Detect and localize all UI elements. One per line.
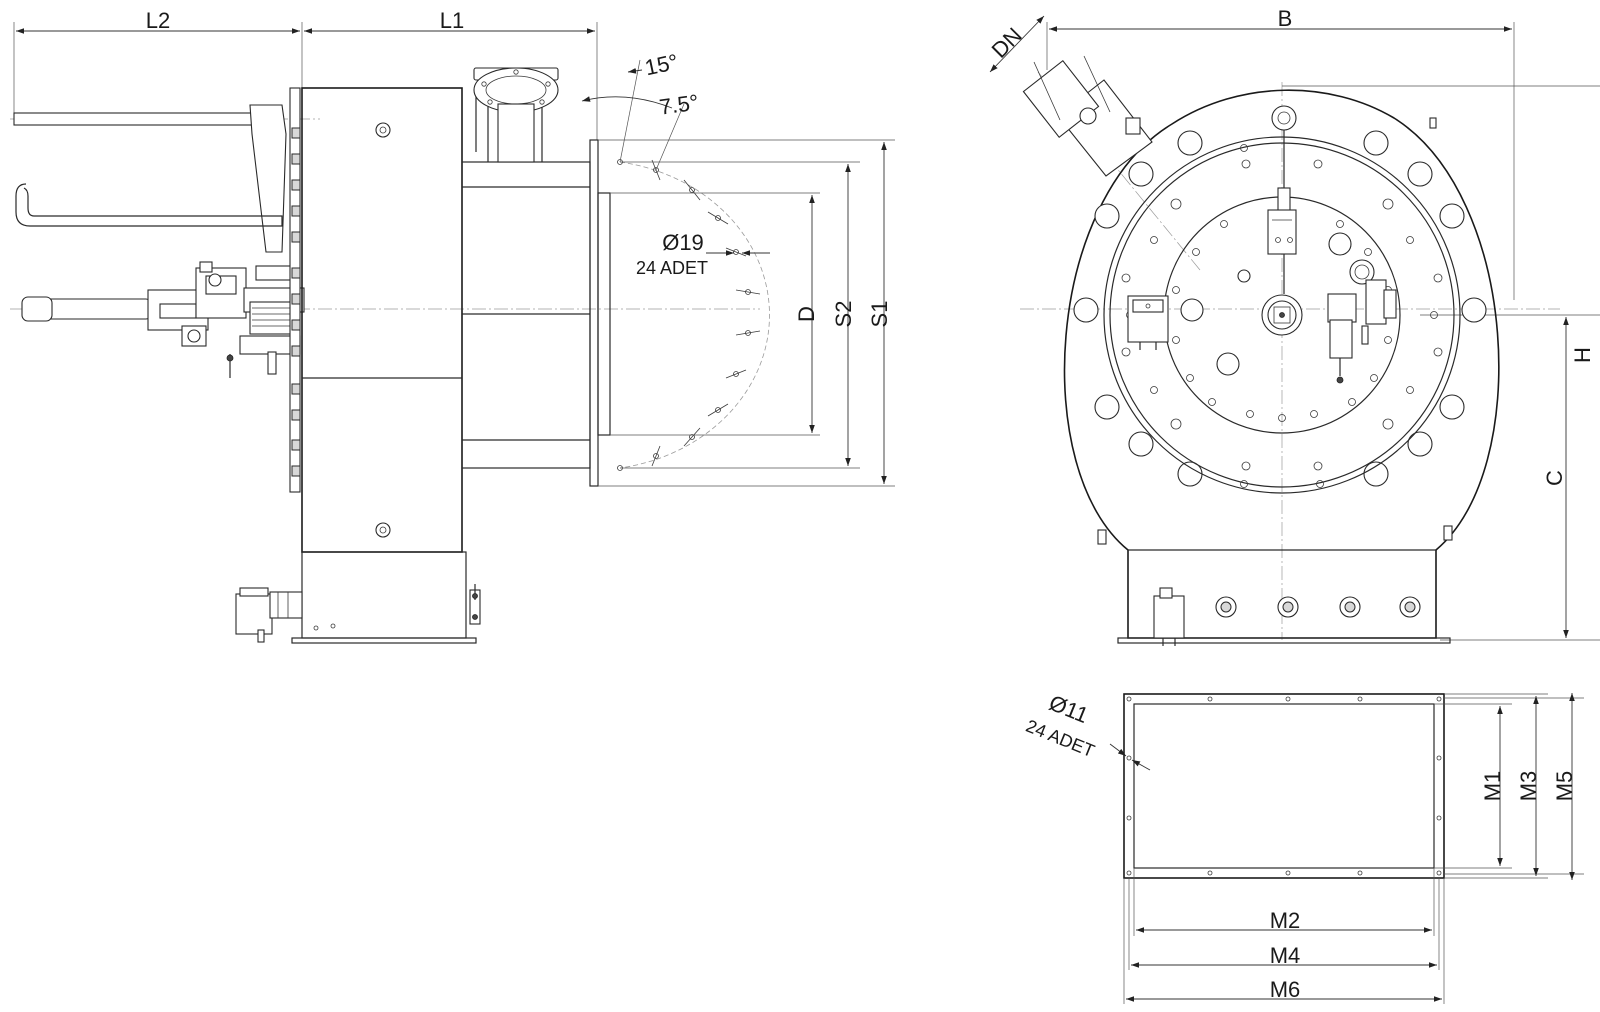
ring-bolt-holes — [1121, 144, 1443, 488]
base-plate-view — [1109, 693, 1584, 1004]
plate-holes — [1126, 696, 1442, 876]
hole-diameter-label-19: Ø19 — [662, 230, 704, 255]
hole-count-label-a: 24 ADET — [636, 258, 708, 278]
dim-label-m4: M4 — [1270, 943, 1301, 968]
dim-label-l1: L1 — [440, 8, 464, 33]
dim-label-c: C — [1542, 470, 1567, 486]
dim-label-h: H — [1570, 347, 1595, 363]
angle-label-7-5: 7.5° — [658, 89, 700, 119]
side-view — [10, 22, 895, 644]
dim-label-d: D — [794, 306, 819, 322]
angle-label-15: 15° — [643, 49, 681, 80]
hole-count-label-b: 24 ADET — [1023, 716, 1097, 762]
dim-label-m5: M5 — [1552, 771, 1577, 802]
dim-label-m6: M6 — [1270, 977, 1301, 1002]
dim-label-m1: M1 — [1480, 771, 1505, 802]
dim-label-m3: M3 — [1516, 771, 1541, 802]
dim-label-s2: S2 — [831, 301, 856, 328]
front-view — [989, 15, 1600, 646]
cable-glands — [1215, 596, 1421, 618]
dim-label-m2: M2 — [1270, 908, 1301, 933]
flange-hole-marks — [617, 159, 761, 471]
dim-label-dn: DN — [987, 23, 1027, 63]
inner-bolt-holes — [1172, 220, 1392, 422]
flange-bolts — [291, 127, 301, 477]
dim-label-b: B — [1278, 6, 1293, 31]
outer-covers — [1073, 130, 1487, 487]
hole-diameter-label-11: Ø11 — [1046, 690, 1092, 728]
inlet-pipe — [1022, 55, 1153, 177]
dim-label-l2: L2 — [146, 8, 170, 33]
dim-label-s1: S1 — [867, 301, 892, 328]
